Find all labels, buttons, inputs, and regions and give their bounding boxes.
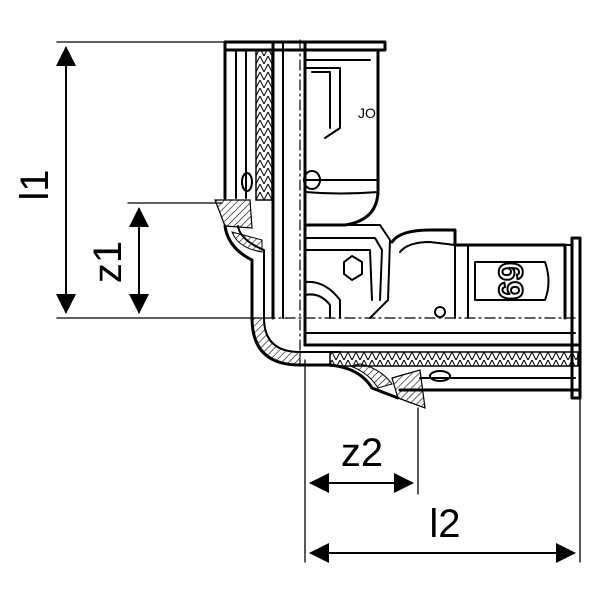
l1-label: l1 [13,169,57,200]
top-seal-ring [214,199,253,229]
horizontal-leg: 69 [328,228,582,409]
vertical-leg: JO [214,40,387,302]
right-seal-ring [391,369,426,409]
fitting-marking: 69 [474,261,550,301]
inner-cavity [304,224,391,319]
z2-label: z2 [341,431,383,475]
marking-text: 69 [491,262,529,300]
z1-label: z1 [86,241,130,283]
elbow-body [250,40,582,367]
l2-label: l2 [429,502,460,546]
right-thread [329,351,579,367]
top-thread [255,49,273,201]
svg-text:JO: JO [358,105,376,121]
center-lines [264,39,586,366]
dimension-lines [56,41,581,563]
right-sleeve-rim [570,236,582,400]
